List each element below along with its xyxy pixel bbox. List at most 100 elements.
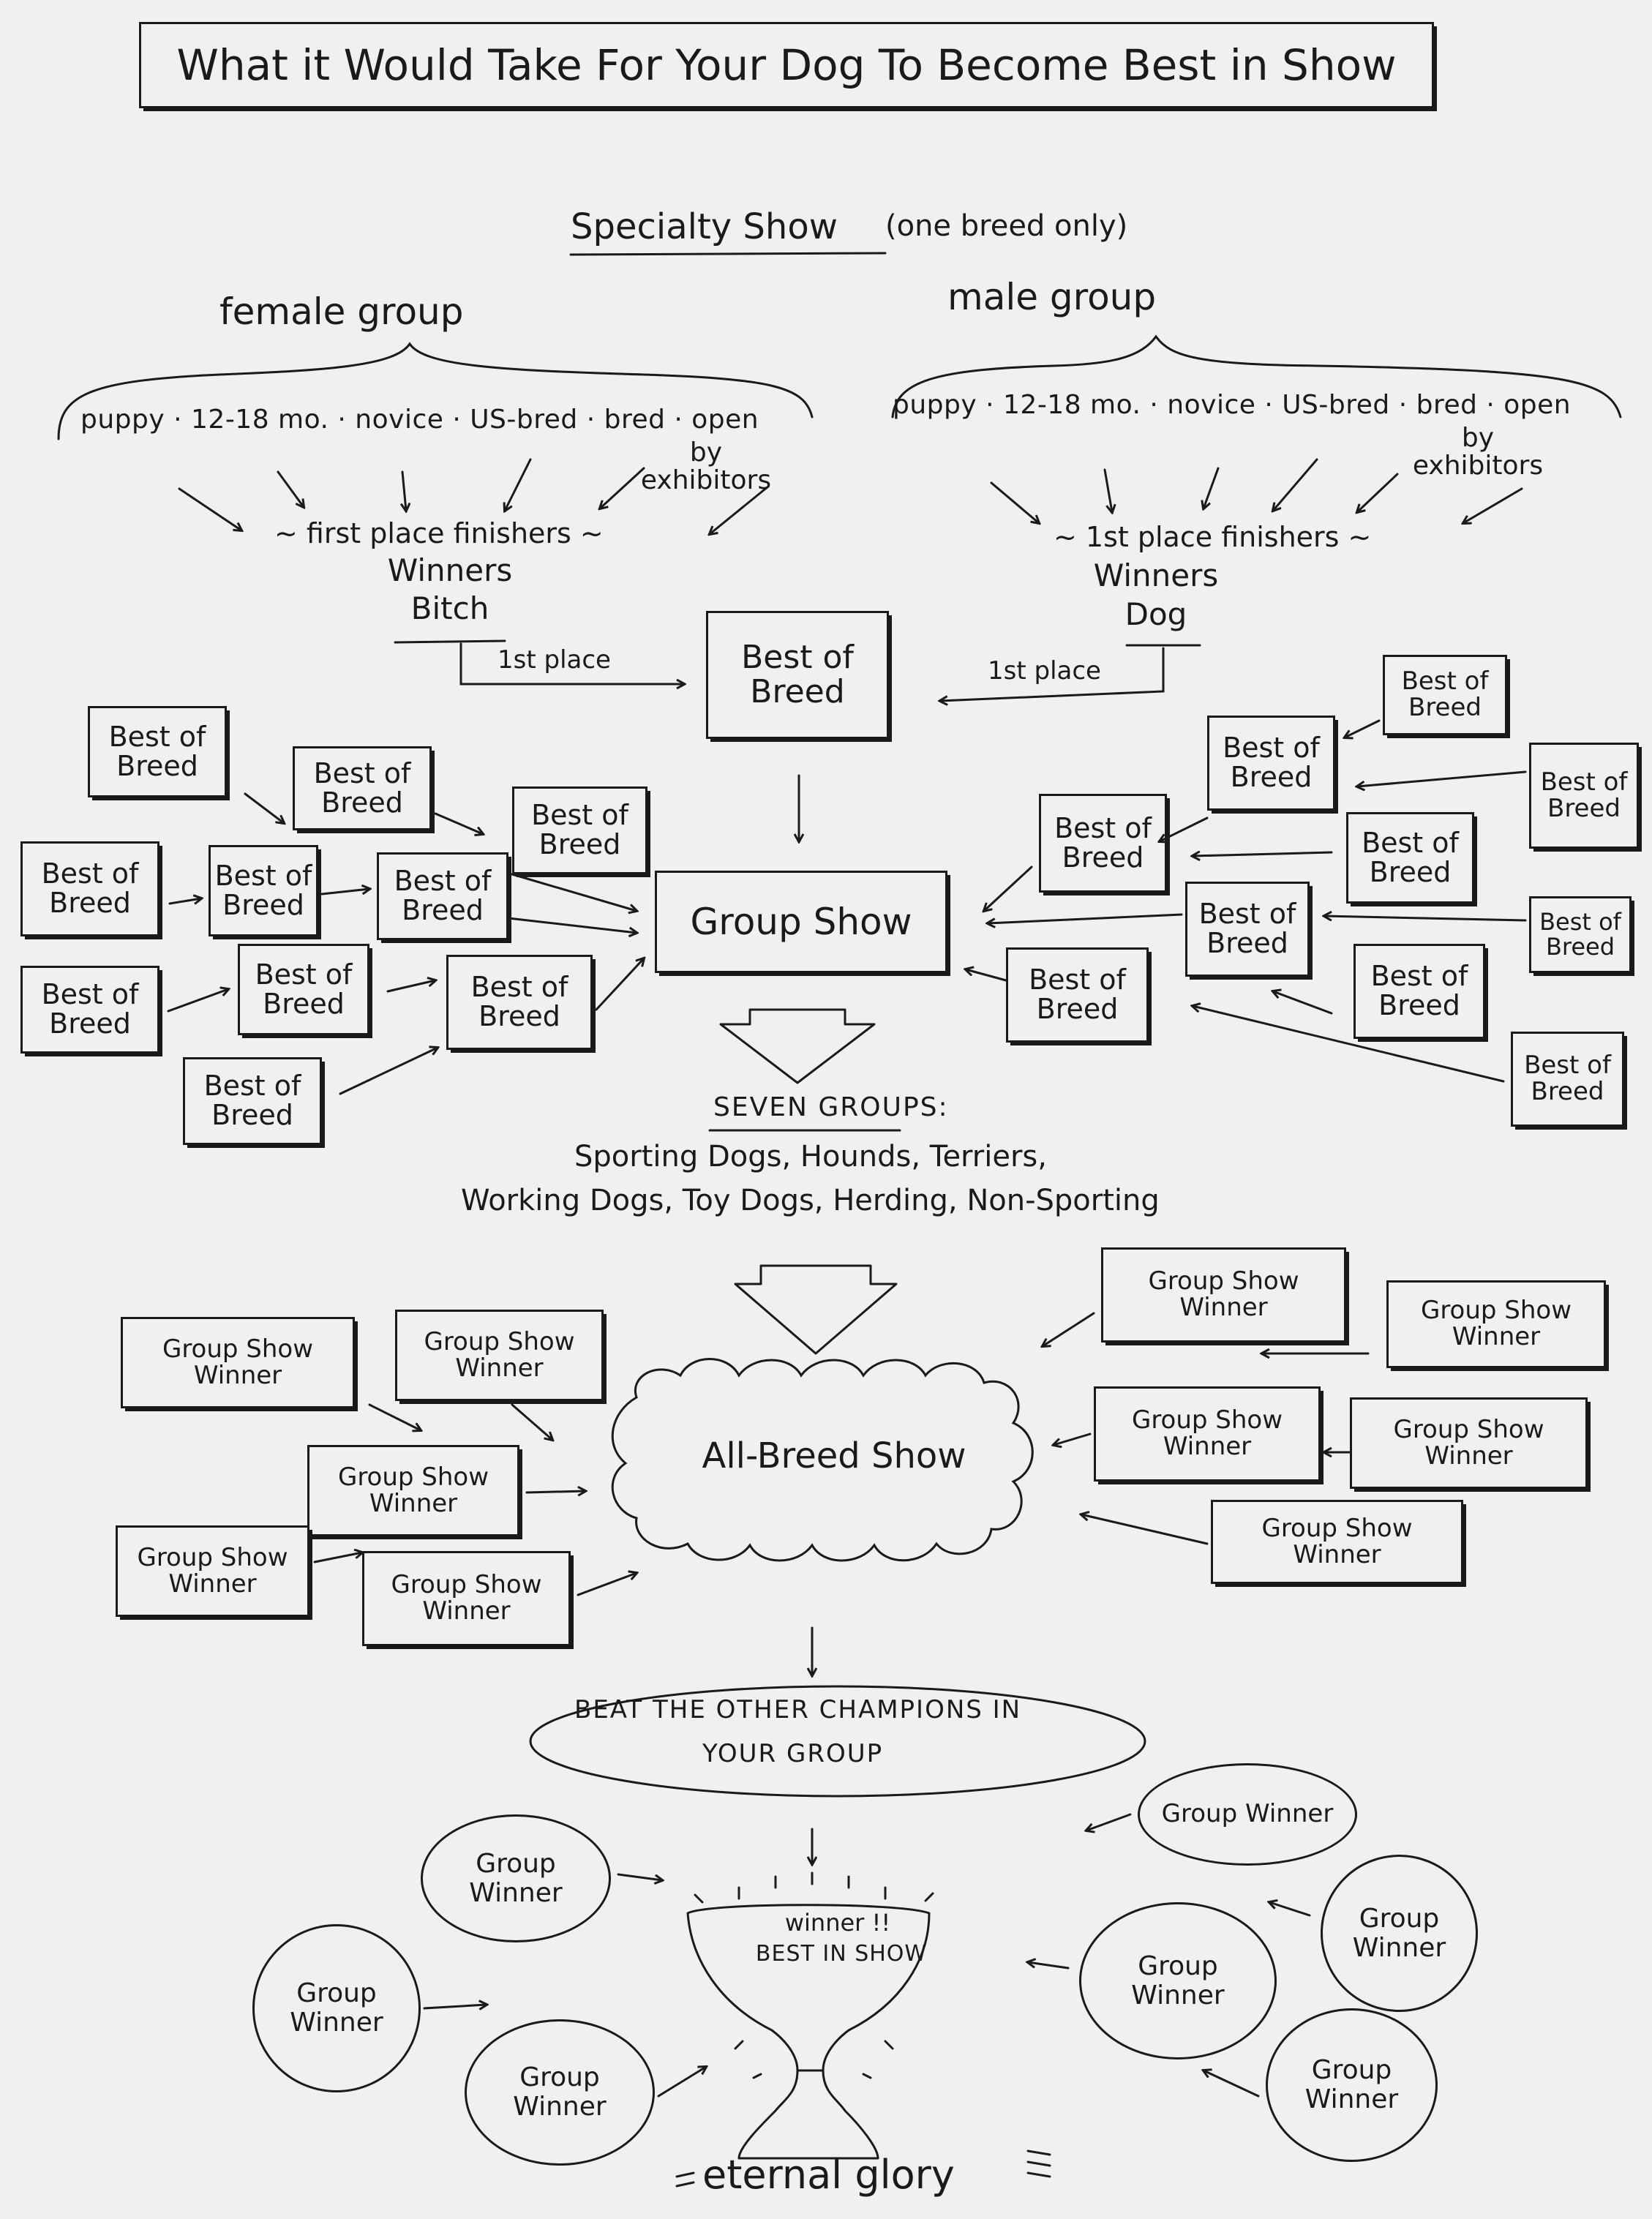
arrow-male-open: [1463, 487, 1523, 523]
male-group-label: male group: [947, 276, 1157, 318]
all-breed-show-label: All-Breed Show: [702, 1435, 966, 1476]
arrow-bob-r10: [1193, 1006, 1505, 1083]
group-show-winner-r4: Group Show Winner: [1350, 1397, 1588, 1489]
group-winner-circle-7: Group Winner: [1266, 2008, 1438, 2162]
arrow-bob-r8: [966, 969, 1007, 982]
arrow-gsw-r5: [1081, 1514, 1209, 1545]
female-finishers: ~ first place finishers ~: [274, 517, 604, 549]
group-show-winner-r2: Group Show Winner: [1386, 1280, 1606, 1368]
arrow-female-bred: [600, 467, 645, 508]
winners-bitch-line2: Bitch: [410, 590, 489, 626]
arrow-dog-to-bob: [940, 647, 1165, 701]
trophy-winner-text: winner !!: [784, 1909, 891, 1937]
winners-dog-line1: Winners: [1093, 557, 1219, 593]
arrow-bob-l5: [511, 873, 637, 911]
winners-bitch-line1: Winners: [387, 552, 513, 588]
specialty-heading: Specialty Show: [571, 206, 838, 247]
best-of-breed-l9: Best of Breed: [446, 955, 593, 1050]
arrow-male-usbred: [1273, 458, 1318, 511]
best-of-breed-r4: Best of Breed: [1039, 794, 1167, 893]
best-of-breed-l10: Best of Breed: [183, 1057, 322, 1145]
group-show-winner-r1: Group Show Winner: [1101, 1247, 1346, 1343]
arrow-gw-6: [1269, 1902, 1311, 1917]
title-text: What it Would Take For Your Dog To Becom…: [176, 40, 1397, 90]
diagram-title: What it Would Take For Your Dog To Becom…: [139, 22, 1434, 108]
arrow-bob-r1: [1345, 719, 1381, 737]
specialty-note: (one breed only): [885, 209, 1128, 243]
arrow-female-open: [710, 485, 770, 534]
group-winner-circle-1: Group Winner: [421, 1814, 611, 1942]
group-winner-circle-4: Group Winner: [1138, 1763, 1357, 1866]
arrow-gw-4: [1086, 1813, 1132, 1831]
arrow-gsw-l5: [577, 1573, 637, 1596]
arrow-bob-r6: [1324, 916, 1527, 922]
arrow-bob-r4: [1193, 852, 1333, 856]
best-of-breed-l6: Best of Breed: [377, 852, 508, 940]
best-of-breed-l2: Best of Breed: [293, 746, 432, 830]
best-of-breed-r8: Best of Breed: [1006, 947, 1149, 1043]
arrow-gsw-r3: [1054, 1433, 1092, 1445]
arrow-gw-2: [423, 2005, 487, 2008]
group-show-winner-r5: Group Show Winner: [1211, 1500, 1463, 1584]
arrow-gw-1: [617, 1873, 662, 1880]
arrow-female-puppy: [178, 487, 241, 530]
group-winner-circle-6: Group Winner: [1321, 1855, 1478, 2012]
winners-dog-line2: Dog: [1125, 596, 1187, 632]
arrow-bob-r3: [1160, 816, 1209, 841]
arrow-bob-l3: [168, 898, 201, 904]
best-of-breed-r1: Best of Breed: [1383, 655, 1507, 735]
best-of-breed-l1: Best of Breed: [88, 706, 227, 797]
bitch-underline: [394, 639, 506, 644]
male-classes-suffix: by exhibitors: [1412, 423, 1544, 481]
trophy-best-in-show: BEST IN SHOW: [755, 1941, 928, 1967]
female-group-label: female group: [219, 290, 464, 333]
arrow-female-1218: [277, 470, 304, 507]
group-winner-circle-3: Group Winner: [465, 2019, 655, 2166]
arrow-gsw-l4: [313, 1552, 362, 1563]
best-of-breed-r3: Best of Breed: [1529, 743, 1639, 849]
best-of-breed-r9: Best of Breed: [1353, 944, 1485, 1039]
best-of-breed-r2: Best of Breed: [1207, 716, 1335, 811]
all-breed-cloud: [611, 1358, 1034, 1562]
arrow-gsw-l2: [511, 1403, 552, 1440]
arrow-bob-r5: [984, 866, 1033, 911]
bitch-place-label: 1st place: [498, 645, 611, 675]
arrow-gsw-l3: [525, 1491, 585, 1493]
arrow-bob-r7: [988, 913, 1183, 923]
female-brace: [57, 342, 814, 440]
arrow-gw-5: [1028, 1962, 1070, 1970]
central-best-of-breed: Best of Breed: [706, 611, 889, 739]
arrow-gsw-r1: [1043, 1312, 1095, 1346]
male-brace: [891, 334, 1622, 418]
female-classes-suffix: by exhibitors: [640, 438, 772, 495]
beat-champions-line1: BEAT THE OTHER CHAMPIONS IN: [574, 1695, 1022, 1724]
male-finishers: ~ 1st place finishers ~: [1054, 521, 1372, 553]
group-show-winner-l5: Group Show Winner: [362, 1551, 571, 1646]
seven-groups-heading: SEVEN GROUPS:: [713, 1092, 949, 1122]
hollow-arrow-1: [719, 1008, 876, 1084]
arrow-gw-7: [1204, 2070, 1260, 2098]
arrow-bob-l10: [595, 958, 644, 1011]
group-show-winner-r3: Group Show Winner: [1094, 1386, 1321, 1482]
arrow-bob-l1: [244, 792, 284, 823]
best-of-breed-l5: Best of Breed: [209, 845, 318, 936]
arrow-bob-l2: [434, 812, 483, 834]
arrow-gsw-l1: [368, 1403, 421, 1430]
arrow-bob-l6: [507, 917, 637, 933]
arrow-bitch-to-bob: [459, 642, 684, 684]
best-of-breed-r5: Best of Breed: [1346, 812, 1474, 904]
best-of-breed-r7: Best of Breed: [1529, 896, 1632, 973]
hollow-arrow-2: [734, 1264, 898, 1355]
group-show-winner-l4: Group Show Winner: [116, 1525, 309, 1617]
best-of-breed-l4: Best of Breed: [20, 841, 159, 936]
best-of-breed-l3: Best of Breed: [512, 786, 647, 874]
group-winner-circle-2: Group Winner: [252, 1924, 421, 2092]
trophy-cup: [686, 1904, 931, 2160]
group-winner-circle-5: Group Winner: [1079, 1902, 1277, 2060]
group-show-winner-l1: Group Show Winner: [121, 1317, 355, 1408]
arrow-bob-l9: [339, 1048, 438, 1095]
arrow-bob-l8: [386, 980, 435, 993]
male-classes: puppy · 12-18 mo. · novice · US-bred · b…: [893, 390, 1572, 420]
